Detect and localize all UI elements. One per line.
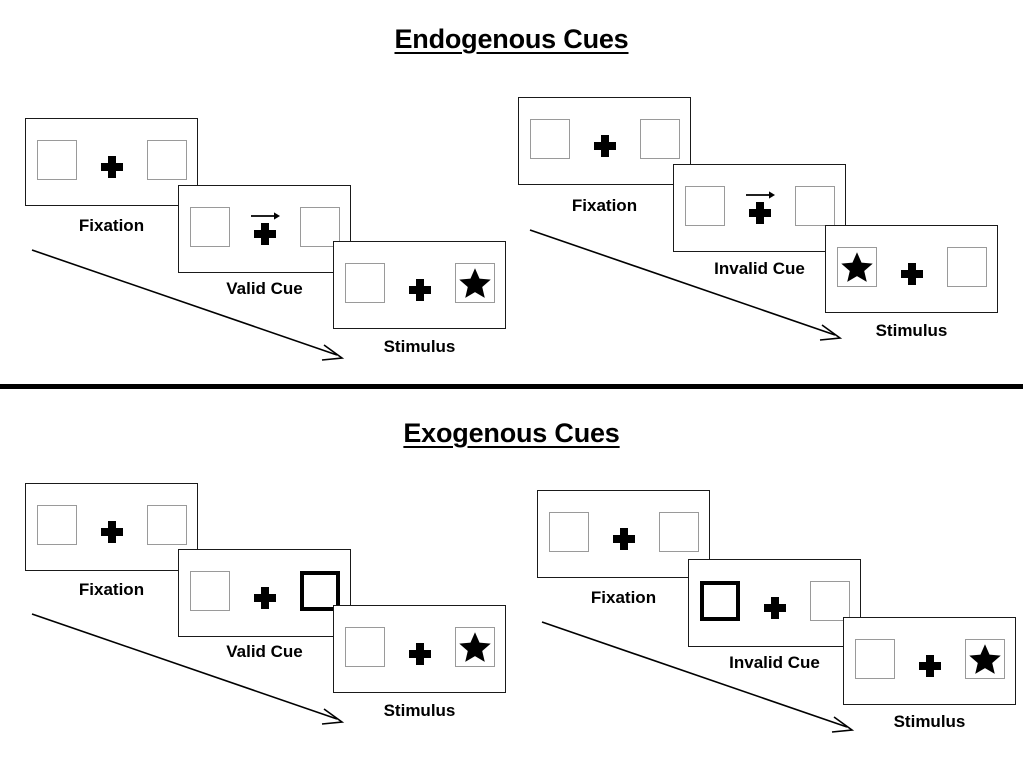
frame-contents	[836, 247, 987, 287]
stage-caption-exogenous-valid-stimulus: Stimulus	[383, 701, 456, 720]
stage-caption-endogenous-invalid-stimulus: Stimulus	[875, 321, 948, 340]
section-divider	[0, 384, 1023, 389]
stage-caption-exogenous-valid-fixation: Fixation	[78, 580, 145, 599]
left-box-cued	[699, 581, 740, 621]
stage-caption-exogenous-valid-cue: Valid Cue	[226, 642, 303, 661]
plus-icon	[764, 597, 786, 619]
right-box	[146, 505, 187, 545]
section-title-endogenous: Endogenous Cues	[394, 24, 629, 54]
frame-contents	[36, 140, 187, 180]
plus-icon	[409, 643, 431, 665]
star-icon	[840, 252, 873, 282]
plus-icon	[613, 528, 635, 550]
stage-frame-exogenous-valid-fixation	[25, 483, 198, 571]
stage-frame-exogenous-invalid-cue	[688, 559, 861, 647]
left-box	[36, 505, 77, 545]
stage-frame-exogenous-invalid-stimulus	[843, 617, 1016, 705]
frame-contents	[344, 627, 495, 667]
stage-frame-exogenous-valid-cue	[178, 549, 351, 637]
left-box	[548, 512, 589, 552]
stage-frame-endogenous-valid-fixation	[25, 118, 198, 206]
stage-frame-endogenous-invalid-stimulus	[825, 225, 998, 313]
stage-caption-endogenous-valid-cue: Valid Cue	[226, 279, 303, 298]
left-box	[836, 247, 877, 287]
center-stack	[915, 642, 945, 677]
stage-frame-endogenous-invalid-fixation	[518, 97, 691, 185]
center-stack	[97, 508, 127, 543]
center-stack	[250, 210, 280, 245]
frame-contents	[189, 207, 340, 247]
star-icon	[968, 644, 1001, 674]
section-title-exogenous: Exogenous Cues	[403, 418, 620, 448]
stage-caption-endogenous-valid-fixation: Fixation	[78, 216, 145, 235]
stage-caption-endogenous-valid-stimulus: Stimulus	[383, 337, 456, 356]
stage-caption-exogenous-invalid-fixation: Fixation	[590, 588, 657, 607]
right-box	[964, 639, 1005, 679]
frame-contents	[548, 512, 699, 552]
plus-icon	[409, 279, 431, 301]
stage-caption-endogenous-invalid-fixation: Fixation	[571, 196, 638, 215]
right-box	[946, 247, 987, 287]
plus-icon	[254, 587, 276, 609]
arrow-right-icon	[745, 190, 775, 199]
stage-frame-exogenous-valid-stimulus	[333, 605, 506, 693]
center-stack	[590, 122, 620, 157]
right-box-cued	[299, 571, 340, 611]
stage-caption-exogenous-invalid-stimulus: Stimulus	[893, 712, 966, 731]
stage-frame-exogenous-invalid-fixation	[537, 490, 710, 578]
center-stack	[250, 574, 280, 609]
center-stack	[97, 143, 127, 178]
left-box	[344, 627, 385, 667]
frame-contents	[854, 639, 1005, 679]
center-stack	[897, 250, 927, 285]
stage-frame-endogenous-invalid-cue	[673, 164, 846, 252]
right-box	[299, 207, 340, 247]
stage-caption-exogenous-invalid-cue: Invalid Cue	[729, 653, 820, 672]
stage-frame-endogenous-valid-cue	[178, 185, 351, 273]
plus-icon	[919, 655, 941, 677]
left-box	[189, 571, 230, 611]
plus-icon	[101, 156, 123, 178]
center-stack	[405, 630, 435, 665]
left-box	[529, 119, 570, 159]
plus-icon	[749, 202, 771, 224]
plus-icon	[594, 135, 616, 157]
left-box	[344, 263, 385, 303]
frame-contents	[344, 263, 495, 303]
frame-contents	[699, 581, 850, 621]
star-icon	[458, 632, 491, 662]
right-box	[794, 186, 835, 226]
arrow-right-icon	[250, 211, 280, 220]
right-box	[454, 627, 495, 667]
right-box	[809, 581, 850, 621]
left-box	[189, 207, 230, 247]
stage-frame-endogenous-valid-stimulus	[333, 241, 506, 329]
right-box	[146, 140, 187, 180]
star-icon	[458, 268, 491, 298]
right-box	[658, 512, 699, 552]
frame-contents	[189, 571, 340, 611]
left-box	[684, 186, 725, 226]
center-stack	[405, 266, 435, 301]
center-stack	[609, 515, 639, 550]
frame-contents	[529, 119, 680, 159]
left-box	[36, 140, 77, 180]
center-stack	[745, 189, 775, 224]
frame-contents	[684, 186, 835, 226]
frame-contents	[36, 505, 187, 545]
left-box	[854, 639, 895, 679]
right-box	[639, 119, 680, 159]
plus-icon	[901, 263, 923, 285]
stage-caption-endogenous-invalid-cue: Invalid Cue	[714, 259, 805, 278]
center-stack	[760, 584, 790, 619]
plus-icon	[254, 223, 276, 245]
right-box	[454, 263, 495, 303]
plus-icon	[101, 521, 123, 543]
